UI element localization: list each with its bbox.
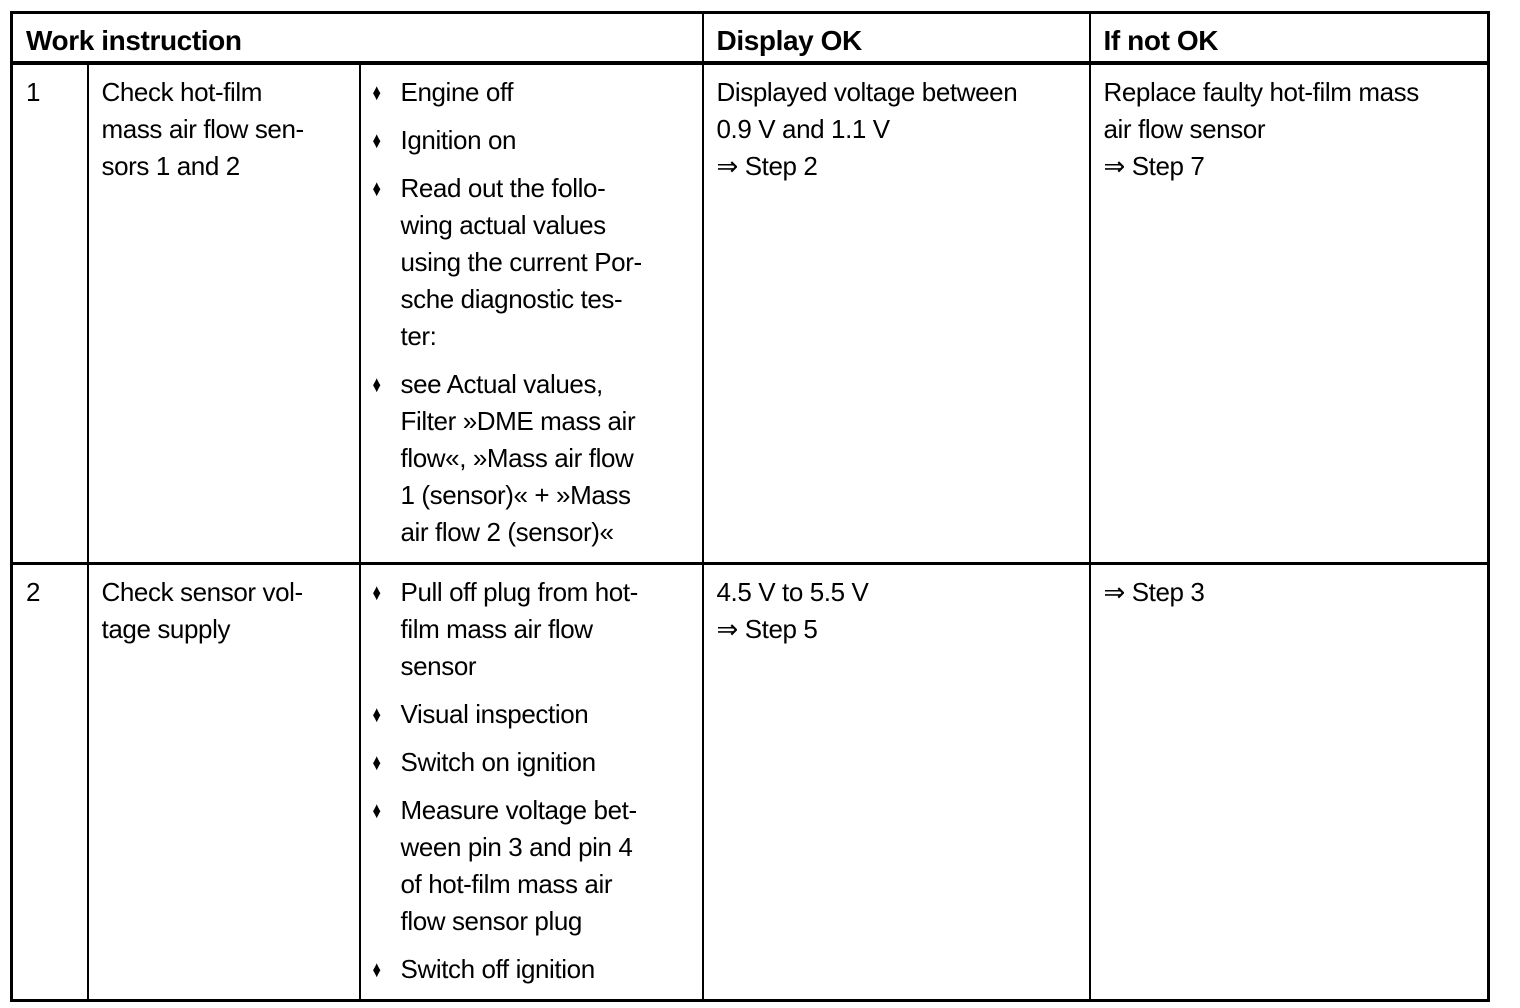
bullet-text: Pull off plug from hot- film mass air fl…: [400, 576, 639, 681]
bullet-item: ♦ Pull off plug from hot- film mass air …: [362, 574, 696, 685]
table-row: 1 Check hot-film mass air flow sen- sors…: [10, 61, 1490, 564]
bullet-text: Read out the follo- wing actual values u…: [400, 172, 643, 351]
task-description: Check hot-film mass air flow sen- sors 1…: [86, 61, 361, 564]
bullet-text: Switch on ignition: [400, 746, 597, 777]
bullet-text: Engine off: [400, 76, 514, 107]
display-ok-cell: Displayed voltage between 0.9 V and 1.1 …: [701, 61, 1091, 564]
bullet-text: Ignition on: [400, 124, 517, 155]
column-header-display-ok: Display OK: [701, 11, 1091, 65]
bullet-diamond-icon: ♦: [372, 174, 381, 201]
bullet-diamond-icon: ♦: [372, 700, 381, 727]
bullet-text: Measure voltage bet- ween pin 3 and pin …: [400, 794, 638, 936]
bullet-item: ♦ Read out the follo- wing actual values…: [362, 170, 696, 355]
bullet-item: ♦ Measure voltage bet- ween pin 3 and pi…: [362, 792, 696, 940]
column-header-if-not-ok: If not OK: [1088, 11, 1490, 65]
bullet-item: ♦ see Actual values, Filter »DME mass ai…: [362, 366, 696, 551]
task-description: Check sensor vol- tage supply: [86, 561, 361, 1001]
display-ok-cell: 4.5 V to 5.5 V ⇒ Step 5: [701, 561, 1091, 1001]
procedure-cell: ♦ Engine off ♦ Ignition on ♦ Read out th…: [358, 61, 704, 564]
header-row: Work instruction Display OK If not OK: [10, 11, 1490, 65]
procedure-cell: ♦ Pull off plug from hot- film mass air …: [358, 561, 704, 1001]
step-number: 2: [10, 561, 89, 1001]
bullet-item: ♦ Visual inspection: [362, 696, 696, 733]
bullet-item: ♦ Engine off: [362, 74, 696, 111]
bullet-diamond-icon: ♦: [372, 748, 381, 775]
bullet-item: ♦ Ignition on: [362, 122, 696, 159]
bullet-text: Switch off ignition: [400, 953, 596, 984]
bullet-item: ♦ Switch off ignition: [362, 951, 696, 988]
bullet-text: see Actual values, Filter »DME mass air …: [400, 368, 636, 547]
if-not-ok-cell: ⇒ Step 3: [1088, 561, 1490, 1001]
table-row: 2 Check sensor vol- tage supply ♦ Pull o…: [10, 561, 1490, 1001]
bullet-diamond-icon: ♦: [372, 955, 381, 982]
bullet-diamond-icon: ♦: [372, 78, 381, 105]
bullet-diamond-icon: ♦: [372, 126, 381, 153]
bullet-text: Visual inspection: [400, 698, 589, 729]
bullet-diamond-icon: ♦: [372, 796, 381, 823]
diagnostic-table: Work instruction Display OK If not OK 1 …: [10, 11, 1490, 1002]
if-not-ok-cell: Replace faulty hot-film mass air flow se…: [1088, 61, 1490, 564]
bullet-diamond-icon: ♦: [372, 370, 381, 397]
column-header-work-instruction: Work instruction: [10, 11, 704, 65]
bullet-diamond-icon: ♦: [372, 578, 381, 605]
bullet-item: ♦ Switch on ignition: [362, 744, 696, 781]
step-number: 1: [10, 61, 89, 564]
